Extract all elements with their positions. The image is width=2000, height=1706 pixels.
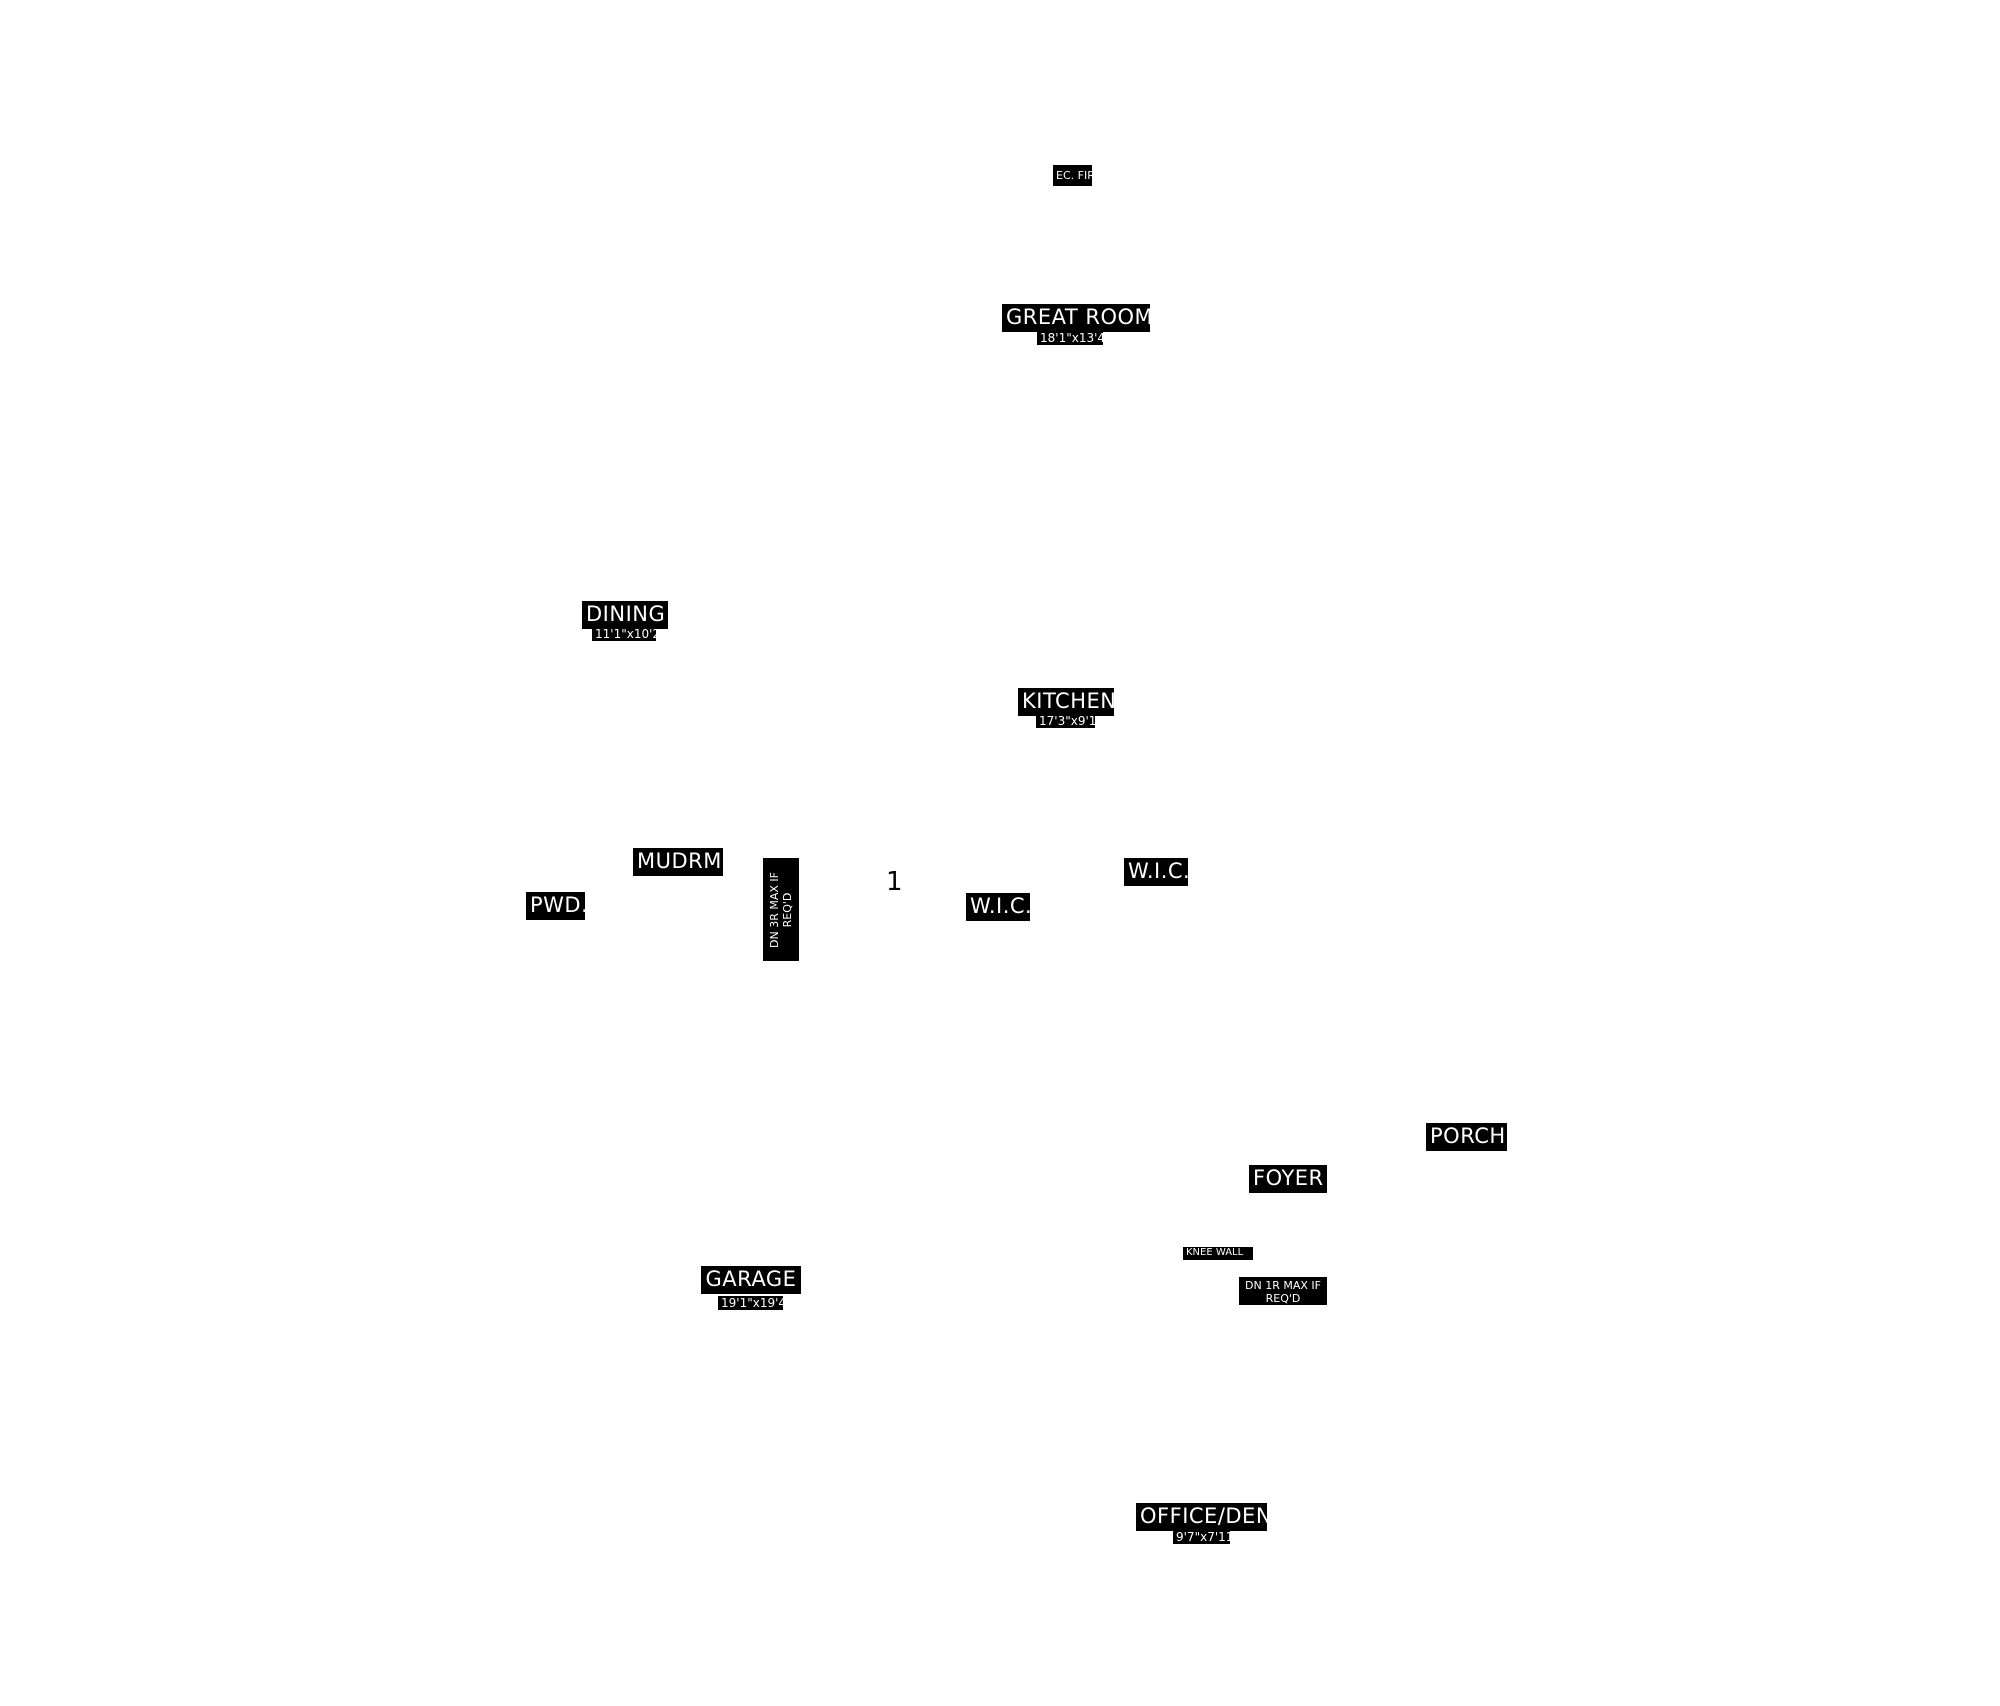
- stair-down-note: DN 3R MAX IF REQ'D: [763, 858, 799, 961]
- porch-label: PORCH: [1426, 1123, 1507, 1151]
- kitchen-label: KITCHEN: [1018, 688, 1114, 716]
- great-room-dimensions: 18'1"x13'4": [1037, 331, 1103, 345]
- elec-fire-label: EC. FIR: [1053, 165, 1092, 186]
- powder-room-label: PWD.: [526, 892, 585, 920]
- knee-wall-note: KNEE WALL: [1183, 1247, 1253, 1260]
- garage-dimensions: 19'1"x19'4": [718, 1296, 783, 1310]
- stair-down-note-text: DN 3R MAX IF REQ'D: [768, 871, 794, 948]
- office-den-dimensions: 9'7"x7'11": [1173, 1530, 1230, 1544]
- step-down-note: DN 1R MAX IF REQ'D: [1239, 1277, 1327, 1305]
- mudroom-label: MUDRM.: [633, 848, 723, 876]
- dining-label: DINING: [582, 601, 668, 629]
- garage-label: GARAGE: [701, 1266, 801, 1294]
- wic-left-label: W.I.C.: [966, 893, 1030, 921]
- office-den-label: OFFICE/DEN: [1136, 1503, 1267, 1531]
- kitchen-dimensions: 17'3"x9'1": [1036, 714, 1095, 728]
- foyer-label: FOYER: [1249, 1165, 1327, 1193]
- wic-right-label: W.I.C.: [1124, 858, 1188, 886]
- dining-dimensions: 11'1"x10'2": [592, 627, 656, 641]
- great-room-label: GREAT ROOM: [1002, 304, 1150, 332]
- marker-number: 1: [886, 867, 903, 897]
